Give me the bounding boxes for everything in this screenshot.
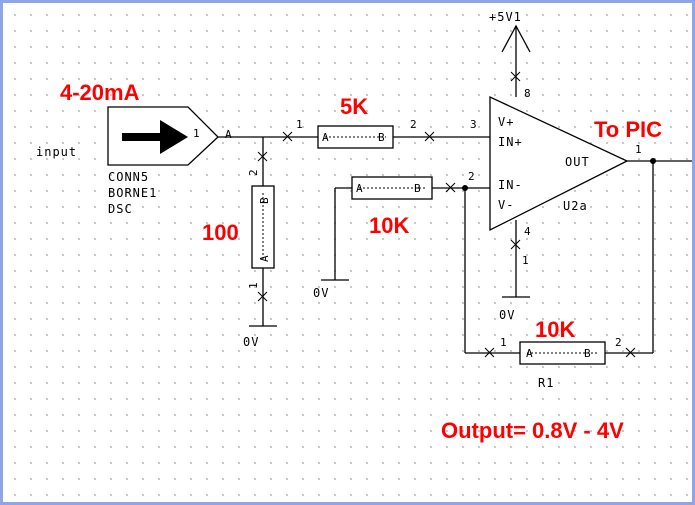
pin-r1-1: 1 — [500, 336, 507, 349]
pin-opamp-3: 3 — [470, 118, 477, 131]
junction-output — [650, 158, 656, 164]
pin-100-1: 1 — [247, 282, 260, 289]
r-feedback-annotation: 10K — [535, 317, 575, 342]
pin-opamp-4: 4 — [524, 225, 531, 238]
r1-name-label: R1 — [538, 376, 554, 390]
pin-100-2: 2 — [247, 169, 260, 176]
ground-label-opamp: 0V — [499, 308, 515, 322]
connector-label-3: DSC — [108, 202, 133, 216]
supply-label: +5V1 — [489, 10, 522, 24]
pin-5k-2: 2 — [410, 118, 417, 131]
resistor-5k-body — [317, 125, 394, 149]
res-r1-b: B — [584, 347, 591, 360]
res-10k-b: B — [414, 182, 421, 195]
ground-label-100: 0V — [243, 335, 259, 349]
res-10k-a: A — [356, 182, 363, 195]
sense-resistor-annotation: 100 — [202, 220, 239, 245]
res-100-a: A — [258, 255, 271, 262]
opamp-inplus-label: IN+ — [498, 135, 523, 149]
opamp-name-label: U2a — [563, 199, 588, 213]
pin-5k-1: 1 — [296, 118, 303, 131]
connector-label-1: CONN5 — [108, 170, 149, 184]
supply-arrow-symbol — [501, 24, 531, 53]
pin-opamp-1: 1 — [635, 143, 642, 156]
res-100-b: B — [258, 197, 271, 204]
pin-gnd-1: 1 — [522, 254, 529, 267]
connector-label-2: BORNE1 — [108, 186, 157, 200]
pin-opamp-8: 8 — [524, 87, 531, 100]
output-range-annotation: Output= 0.8V - 4V — [441, 418, 624, 443]
current-range-annotation: 4-20mA — [60, 80, 140, 105]
pin-r1-2: 2 — [615, 336, 622, 349]
pin-markers — [257, 71, 636, 358]
ground-label-10k: 0V — [313, 286, 329, 300]
opamp-out-label: OUT — [565, 155, 590, 169]
res-5k-b: B — [378, 131, 385, 144]
pin-opamp-2: 2 — [468, 170, 475, 183]
to-pic-annotation: To PIC — [594, 117, 662, 142]
res-r1-a: A — [526, 347, 533, 360]
r-series-annotation: 5K — [340, 94, 368, 119]
pin-conn-a: A — [225, 128, 232, 141]
schematic-diagram: A B A B A B B A 1 A 1 2 3 2 8 4 1 1 1 2 … — [36, 10, 692, 443]
opamp-inminus-label: IN- — [498, 178, 523, 192]
pin-conn-1: 1 — [193, 127, 200, 140]
opamp-vminus-label: V- — [498, 198, 514, 212]
opamp-vplus-label: V+ — [498, 115, 514, 129]
r-ground-annotation: 10K — [369, 213, 409, 238]
input-label: input — [36, 145, 77, 159]
opamp-triangle — [489, 95, 629, 232]
res-5k-a: A — [322, 131, 329, 144]
junction-inminus — [462, 185, 468, 191]
resistor-r1-body — [519, 341, 606, 365]
arrow-right-icon — [122, 120, 188, 154]
